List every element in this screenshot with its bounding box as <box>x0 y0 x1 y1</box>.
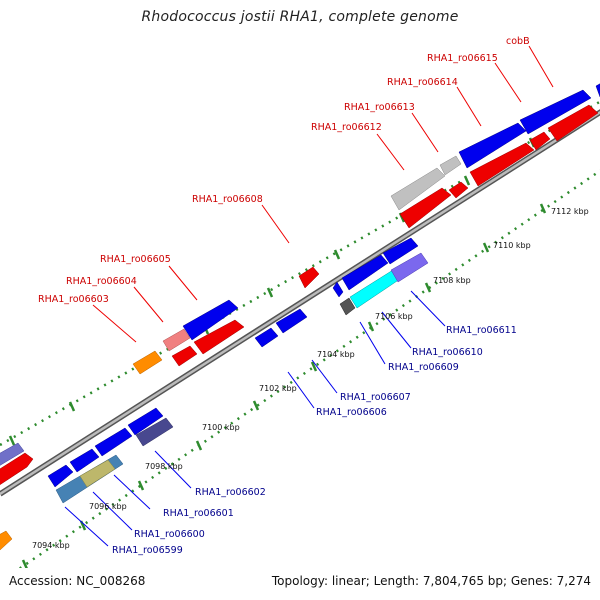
scale-label: 7098 kbp <box>145 462 183 471</box>
gene-label-reverse[interactable]: RHA1_ro06602 <box>195 487 266 498</box>
reverse-genes[interactable] <box>0 237 429 551</box>
major-ticks-upper <box>8 137 536 446</box>
forward-leader-lines <box>92 45 554 343</box>
gene-reverse[interactable] <box>390 252 429 283</box>
gene-reverse[interactable] <box>0 530 13 551</box>
gene-label-reverse[interactable]: RHA1_ro06601 <box>163 508 234 519</box>
gene-label-reverse[interactable]: RHA1_ro06609 <box>388 362 459 373</box>
gene-forward[interactable] <box>0 452 34 486</box>
gene-label-reverse[interactable]: RHA1_ro06610 <box>412 347 483 358</box>
gene-reverse[interactable] <box>339 297 356 316</box>
gene-forward[interactable] <box>448 181 469 199</box>
gene-forward[interactable] <box>162 328 191 352</box>
gene-forward[interactable] <box>298 266 320 289</box>
gene-label-forward[interactable]: RHA1_ro06603 <box>38 294 109 305</box>
genome-backbone <box>0 109 600 497</box>
gene-reverse[interactable] <box>94 427 133 457</box>
map-title: Rhodococcus jostii RHA1, complete genome <box>141 9 459 25</box>
gene-forward[interactable] <box>399 187 452 229</box>
gene-forward[interactable] <box>547 104 599 142</box>
scale-label: 7110 kbp <box>493 241 531 250</box>
scale-label: 7106 kbp <box>375 312 413 321</box>
scale-label: 7112 kbp <box>551 207 589 216</box>
gene-label-reverse[interactable]: RHA1_ro06599 <box>112 545 183 556</box>
gene-label-forward[interactable]: RHA1_ro06615 <box>427 53 498 64</box>
gene-label-forward[interactable]: RHA1_ro06605 <box>100 254 171 265</box>
gene-reverse[interactable] <box>69 448 100 473</box>
gene-reverse[interactable] <box>341 254 389 291</box>
gene-reverse[interactable] <box>332 281 344 298</box>
gene-label-reverse[interactable]: RHA1_ro06606 <box>316 407 387 418</box>
reverse-leader-lines <box>64 290 446 547</box>
gene-forward[interactable] <box>193 319 245 355</box>
gene-reverse[interactable] <box>47 464 74 488</box>
gene-label-forward[interactable]: RHA1_ro06608 <box>192 194 263 205</box>
scale-label: 7094 kbp <box>32 541 70 550</box>
reverse-gene-labels[interactable]: RHA1_ro06599 RHA1_ro06600 RHA1_ro06601 R… <box>112 325 517 556</box>
gene-reverse[interactable] <box>135 417 174 447</box>
gene-reverse[interactable] <box>254 327 279 348</box>
scale-label: 7104 kbp <box>317 350 355 359</box>
scale-label: 7096 kbp <box>89 502 127 511</box>
major-ticks <box>21 203 547 568</box>
gene-forward[interactable] <box>469 142 535 187</box>
gene-label-forward[interactable]: RHA1_ro06613 <box>344 102 415 113</box>
gene-label-reverse[interactable]: RHA1_ro06611 <box>446 325 517 336</box>
gene-forward[interactable] <box>0 442 25 466</box>
topology-text: Topology: linear; Length: 7,804,765 bp; … <box>271 574 591 588</box>
gene-label-forward[interactable]: RHA1_ro06614 <box>387 77 458 88</box>
gene-reverse[interactable] <box>382 237 419 265</box>
gene-forward[interactable] <box>182 299 239 341</box>
scale-labels: 7094 kbp 7096 kbp 7098 kbp 7100 kbp 7102… <box>32 207 589 550</box>
gene-forward[interactable] <box>529 131 551 151</box>
gene-label-forward[interactable]: RHA1_ro06604 <box>66 276 137 287</box>
gene-forward[interactable] <box>439 155 462 176</box>
gene-label-forward[interactable]: cobB <box>506 36 530 47</box>
gene-reverse[interactable] <box>127 407 164 436</box>
scale-label: 7100 kbp <box>202 423 240 432</box>
tick-row-lower <box>18 169 600 568</box>
forward-gene-labels[interactable]: RHA1_ro06603 RHA1_ro06604 RHA1_ro06605 R… <box>38 36 530 305</box>
gene-label-forward[interactable]: RHA1_ro06612 <box>311 122 382 133</box>
gene-label-reverse[interactable]: RHA1_ro06607 <box>340 392 411 403</box>
gene-reverse[interactable] <box>275 308 308 334</box>
tick-row-upper <box>0 100 600 447</box>
gene-forward[interactable] <box>519 89 592 135</box>
gene-forward[interactable] <box>132 350 163 375</box>
accession-text: Accession: NC_008268 <box>9 574 146 588</box>
gene-forward[interactable] <box>171 345 198 367</box>
scale-label: 7108 kbp <box>433 276 471 285</box>
gene-forward[interactable] <box>595 78 600 98</box>
gene-reverse[interactable] <box>79 459 116 488</box>
gene-forward[interactable] <box>390 167 446 211</box>
forward-genes[interactable] <box>0 78 600 486</box>
gene-label-reverse[interactable]: RHA1_ro06600 <box>134 529 205 540</box>
scale-label: 7102 kbp <box>259 384 297 393</box>
